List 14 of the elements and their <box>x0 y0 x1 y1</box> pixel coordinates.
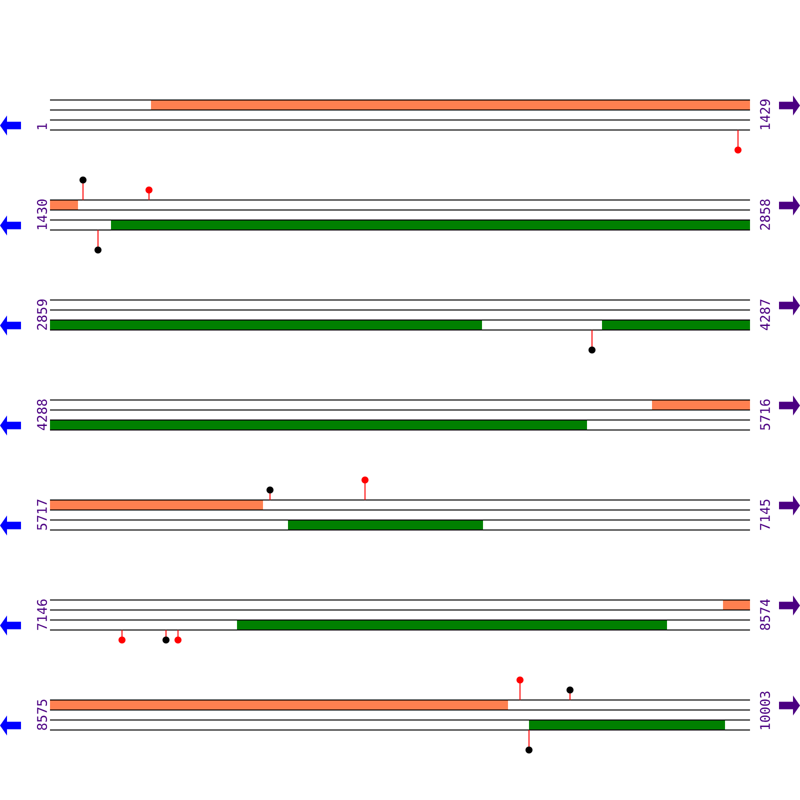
position-label: 5716 <box>760 400 770 430</box>
position-label: 4287 <box>760 300 770 330</box>
position-label: 8575 <box>36 700 48 730</box>
position-label: 8574 <box>760 599 770 630</box>
position-label: 5717 <box>37 500 47 530</box>
position-label: 2858 <box>760 199 770 230</box>
position-label: 1 <box>37 124 47 130</box>
position-label: 7146 <box>36 600 48 630</box>
position-label: 7145 <box>760 500 770 530</box>
position-label: 10003 <box>760 692 770 730</box>
position-label: 1429 <box>760 100 770 130</box>
position-label: 2859 <box>36 300 48 330</box>
position-label: 1430 <box>36 199 48 230</box>
position-label: 4288 <box>36 400 48 430</box>
